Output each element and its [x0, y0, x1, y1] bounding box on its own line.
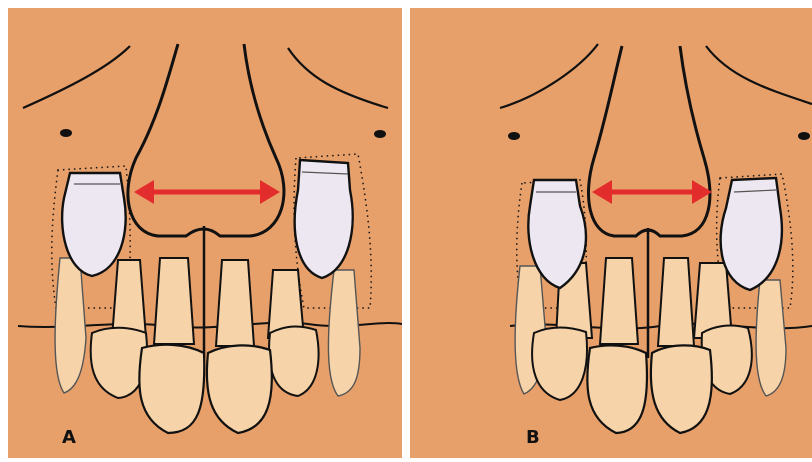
nostril-mark-left	[508, 132, 520, 140]
premolar-right	[756, 280, 786, 396]
panel-a-drawing	[8, 8, 402, 458]
nostril-mark-right	[798, 132, 810, 140]
lateral-root-left	[112, 260, 146, 338]
panel-b: B	[410, 8, 812, 458]
panel-b-drawing	[410, 8, 812, 458]
nostril-mark-left	[60, 129, 72, 137]
panel-a: A	[8, 8, 402, 458]
central-root-left	[154, 258, 194, 344]
premolar-right	[328, 270, 360, 396]
panel-label-b: B	[526, 427, 540, 448]
nostril-mark-right	[374, 130, 386, 138]
canine-right	[295, 160, 353, 278]
central-root-right	[658, 258, 694, 346]
central-root-left	[600, 258, 638, 344]
panel-label-a: A	[62, 427, 76, 448]
central-root-right	[216, 260, 254, 346]
